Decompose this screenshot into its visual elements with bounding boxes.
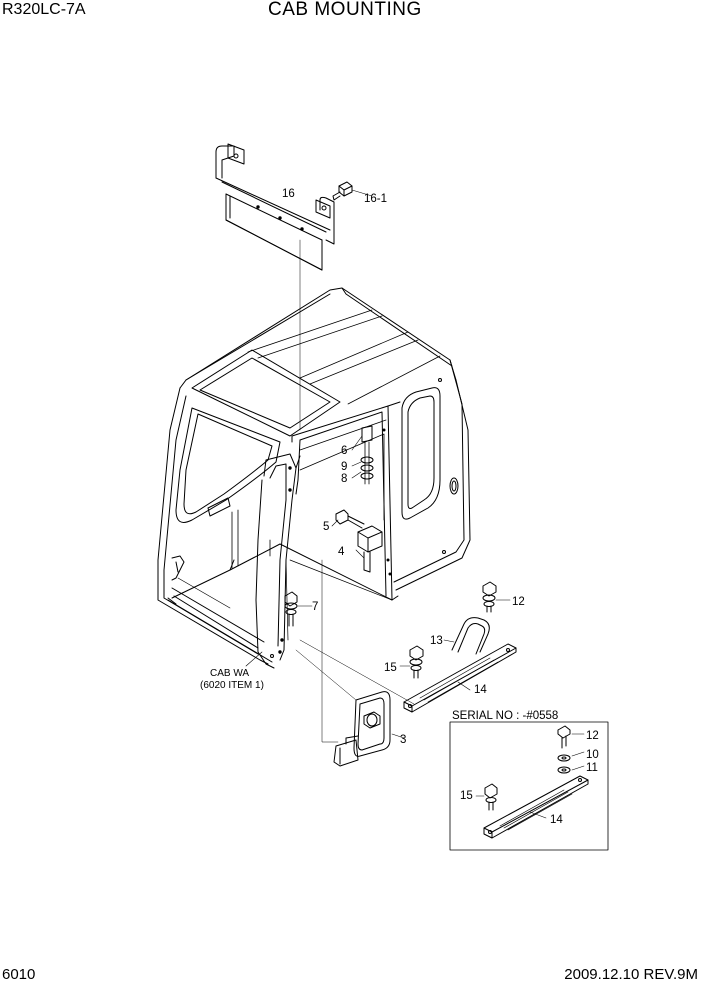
callout-12: 12 bbox=[512, 596, 525, 608]
page-number: 6010 bbox=[2, 966, 36, 983]
mirror-3 bbox=[321, 559, 405, 767]
step-14 bbox=[403, 643, 517, 713]
callout-4: 4 bbox=[338, 546, 345, 558]
serial-callout-12: 12 bbox=[586, 730, 599, 742]
callout-14: 14 bbox=[474, 684, 487, 696]
serial-box bbox=[449, 721, 609, 851]
serial-parts bbox=[475, 725, 589, 839]
page-title: CAB MOUNTING bbox=[268, 0, 422, 20]
bolt-stack-6-9-8 bbox=[351, 425, 374, 485]
callout-13: 13 bbox=[430, 635, 443, 647]
sun-visor bbox=[215, 143, 335, 431]
date-revision: 2009.12.10 REV.9M bbox=[564, 966, 698, 983]
serial-label: SERIAL NO : -#0558 bbox=[452, 710, 558, 722]
bolt-7 bbox=[284, 591, 313, 627]
serial-callout-10: 10 bbox=[586, 749, 599, 761]
cab-note-line-2: (6020 ITEM 1) bbox=[200, 680, 264, 691]
serial-callout-11: 11 bbox=[586, 762, 598, 774]
callout-16-1: 16-1 bbox=[364, 193, 387, 205]
handle-13 bbox=[443, 617, 490, 655]
callout-5: 5 bbox=[323, 521, 329, 533]
callout-9: 9 bbox=[341, 461, 347, 473]
bolt-16-1 bbox=[332, 181, 373, 201]
callout-15: 15 bbox=[384, 662, 397, 674]
serial-callout-15: 15 bbox=[460, 790, 473, 802]
bolt-5 bbox=[331, 509, 365, 529]
cab-note-line-1: CAB WA bbox=[210, 668, 249, 679]
bolt-12 bbox=[482, 581, 511, 613]
callout-16: 16 bbox=[282, 188, 295, 200]
callout-3: 3 bbox=[400, 734, 406, 746]
model-number: R320LC-7A bbox=[2, 1, 86, 18]
callout-7: 7 bbox=[312, 601, 318, 613]
bracket-4 bbox=[355, 525, 383, 573]
callout-6: 6 bbox=[341, 445, 347, 457]
cab-body bbox=[157, 287, 471, 669]
serial-callout-14: 14 bbox=[550, 814, 563, 826]
bolt-15 bbox=[399, 645, 424, 679]
callout-8: 8 bbox=[341, 473, 347, 485]
